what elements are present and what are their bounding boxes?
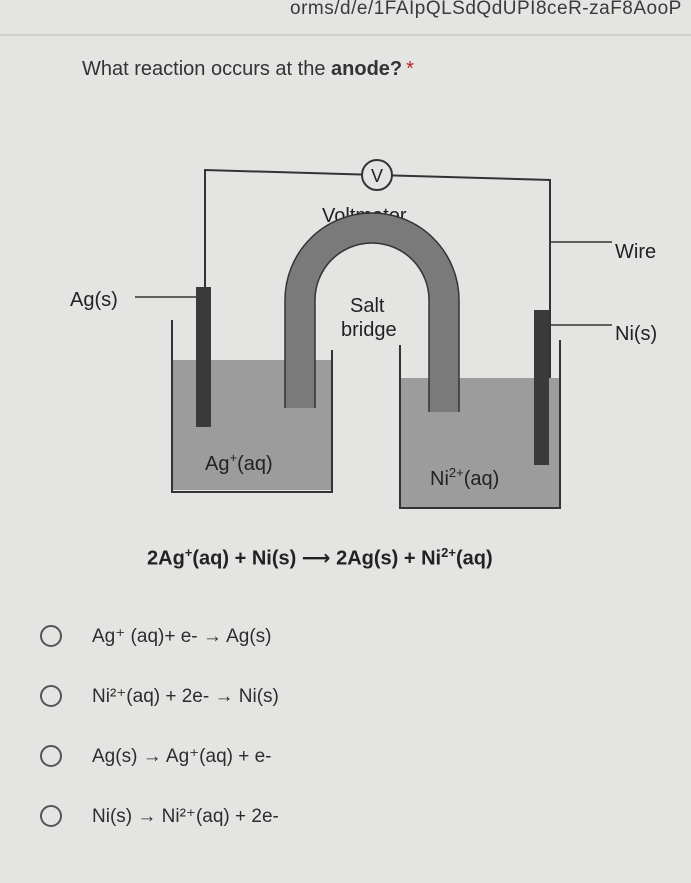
eq-part-3: 2Ag(s) + Ni xyxy=(336,547,442,570)
option-label-1: Ag⁺ (aq)+ e- → Ag(s) xyxy=(92,625,272,647)
right-electrode xyxy=(534,310,549,465)
option-label-4: Ni(s) → Ni²⁺(aq) + 2e- xyxy=(92,805,279,827)
radio-button-2[interactable] xyxy=(40,685,62,707)
question-bold-text: anode? xyxy=(331,58,403,80)
answer-options: Ag⁺ (aq)+ e- → Ag(s) Ni²⁺(aq) + 2e- → Ni… xyxy=(40,606,660,846)
header-divider xyxy=(0,34,691,36)
option-3[interactable]: Ag(s) → Ag⁺(aq) + e- xyxy=(40,726,660,786)
required-mark: * xyxy=(406,58,414,80)
eq-arrow-icon: ⟶ xyxy=(301,547,331,570)
question-text: What reaction occurs at the xyxy=(82,58,332,80)
galvanic-cell-diagram: V Voltmeter Salt bridge Ag(s) Wire Ni(s)… xyxy=(60,150,680,530)
url-text: orms/d/e/1FAIpQLSdQdUPI8ceR-zaF8AooP xyxy=(290,0,682,19)
reaction-equation: 2Ag+(aq) + Ni(s) ⟶ 2Ag(s) + Ni2+(aq) xyxy=(147,545,493,571)
eq-part-4: (aq) xyxy=(455,547,493,570)
wire-label: Wire xyxy=(615,241,656,263)
left-electrode-label: Ag(s) xyxy=(70,289,118,311)
radio-button-3[interactable] xyxy=(40,745,62,767)
option-2[interactable]: Ni²⁺(aq) + 2e- → Ni(s) xyxy=(40,666,660,726)
left-solution-label: Ag+(aq) xyxy=(205,450,273,475)
option-1[interactable]: Ag⁺ (aq)+ e- → Ag(s) xyxy=(40,606,660,666)
cell-svg: V Voltmeter Salt bridge Ag(s) Wire Ni(s)… xyxy=(70,159,657,509)
eq-sup-3: 2+ xyxy=(441,545,456,560)
question-title: What reaction occurs at the anode?* xyxy=(82,58,414,81)
option-4[interactable]: Ni(s) → Ni²⁺(aq) + 2e- xyxy=(40,786,660,846)
radio-button-1[interactable] xyxy=(40,625,62,647)
eq-sup-1: + xyxy=(184,545,193,560)
radio-button-4[interactable] xyxy=(40,805,62,827)
option-label-2: Ni²⁺(aq) + 2e- → Ni(s) xyxy=(92,685,279,707)
option-label-3: Ag(s) → Ag⁺(aq) + e- xyxy=(92,745,272,767)
eq-part-2: (aq) + Ni(s) xyxy=(192,547,297,570)
eq-part-1: 2Ag xyxy=(147,547,185,570)
right-electrode-label: Ni(s) xyxy=(615,323,657,345)
left-electrode xyxy=(196,287,211,427)
salt-bridge-label-line2: bridge xyxy=(341,319,397,341)
right-beaker xyxy=(399,340,561,509)
left-beaker xyxy=(171,320,333,493)
right-solution xyxy=(400,378,560,508)
salt-bridge-label-line1: Salt xyxy=(350,295,385,317)
voltmeter-symbol: V xyxy=(371,166,383,186)
right-solution-label: Ni2+(aq) xyxy=(430,465,499,490)
salt-bridge xyxy=(285,213,459,412)
voltmeter-icon xyxy=(361,159,393,191)
